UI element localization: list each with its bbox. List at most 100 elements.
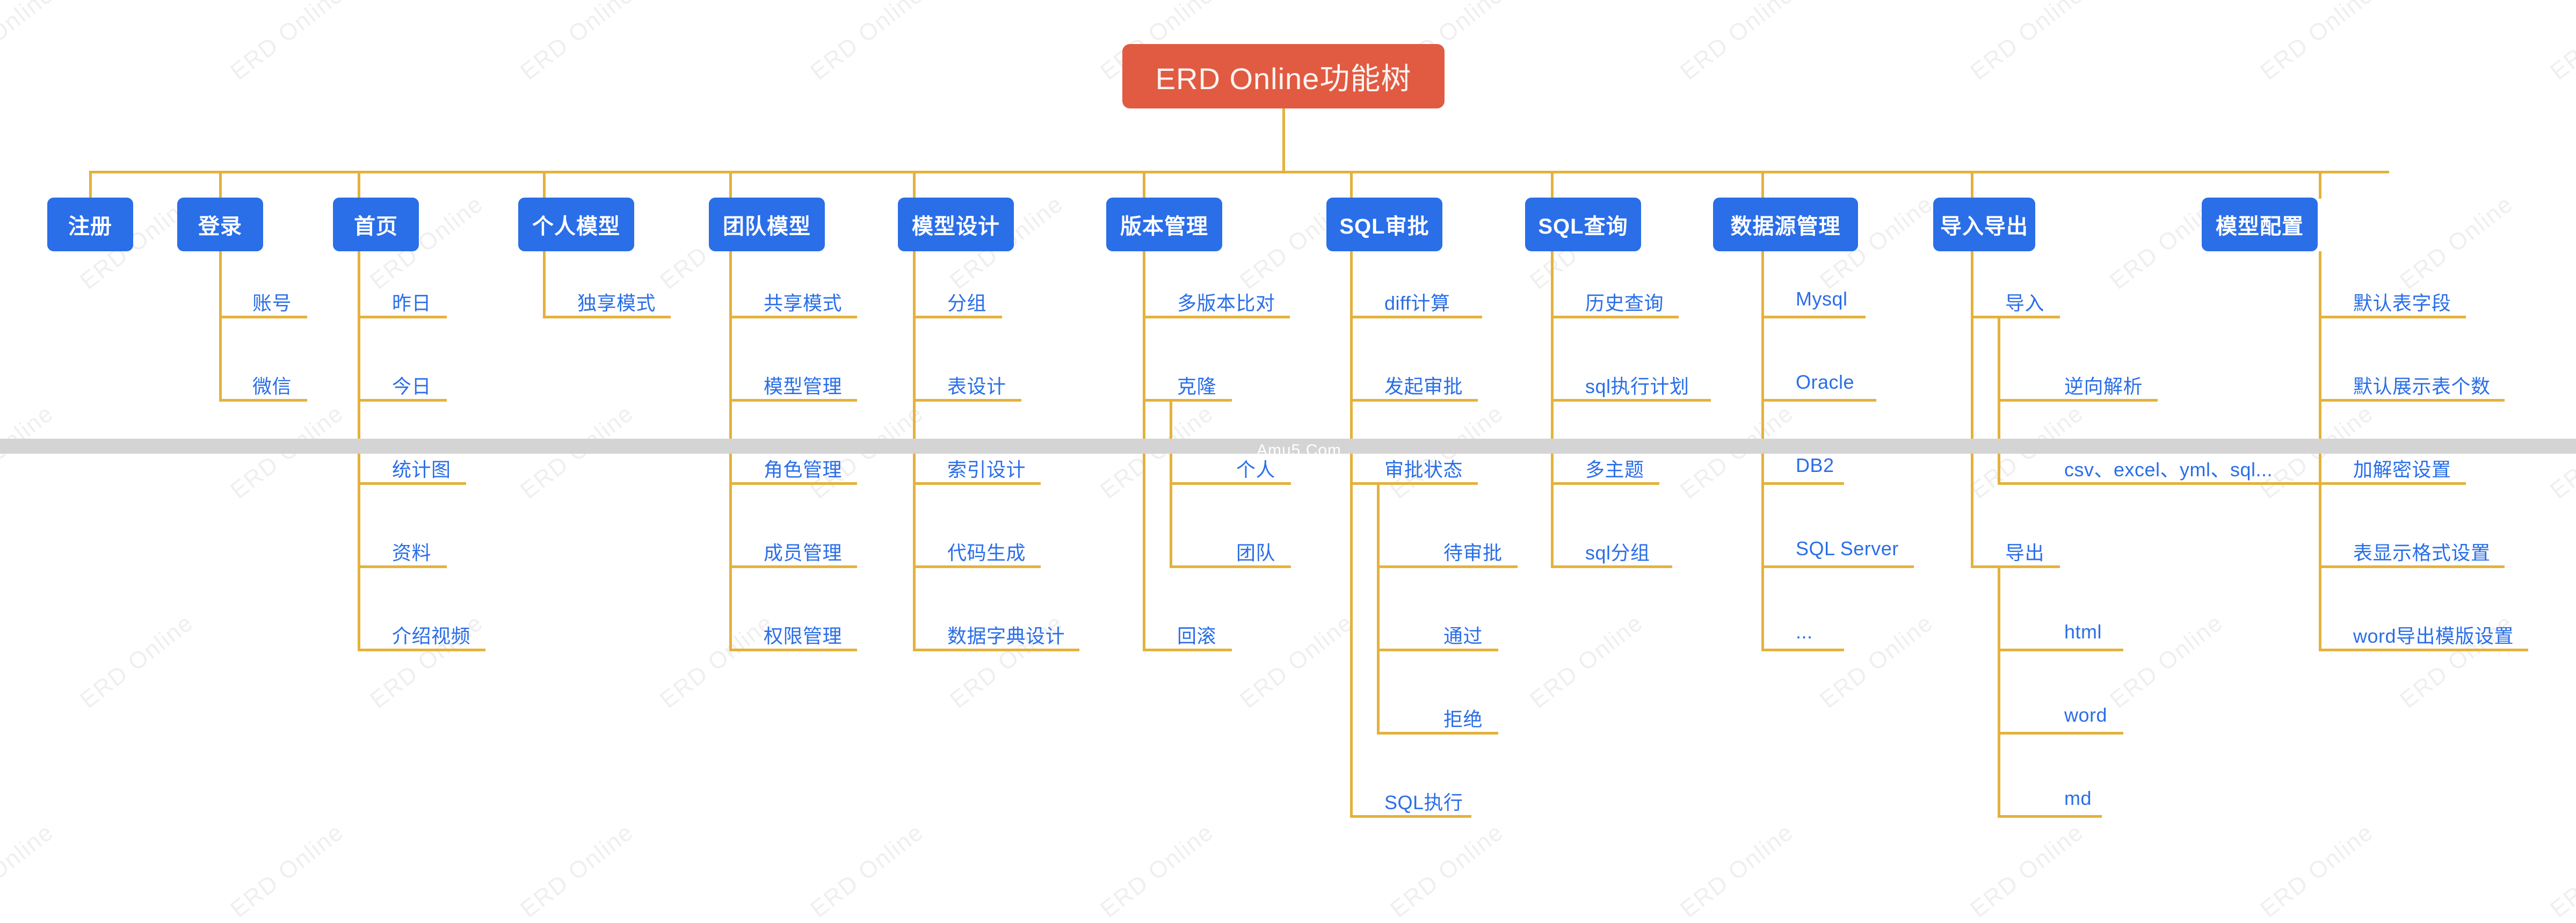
branch-node-1[interactable]: 登录 <box>177 198 263 251</box>
leaf-node[interactable]: 分组 <box>947 292 987 314</box>
branch-node-5[interactable]: 模型设计 <box>898 198 1014 251</box>
leaf-underline <box>2320 399 2505 402</box>
leaf-node[interactable]: 审批状态 <box>1384 459 1463 481</box>
leaf-node[interactable]: ... <box>1796 621 1813 643</box>
leaf-underline <box>730 649 857 651</box>
leaf-node[interactable]: word导出模版设置 <box>2353 625 2514 647</box>
leaf-node[interactable]: 表显示格式设置 <box>2353 542 2491 564</box>
branch-node-2[interactable]: 首页 <box>333 198 419 251</box>
watermark-text: ERD Online <box>75 609 198 714</box>
leaf-underline <box>1999 732 2123 735</box>
leaf-node[interactable]: SQL执行 <box>1384 791 1463 813</box>
leaf-underline <box>1762 482 1844 485</box>
leaf-node[interactable]: 介绍视频 <box>392 625 471 647</box>
leaf-node[interactable]: 默认表字段 <box>2353 292 2451 314</box>
leaf-underline <box>1351 815 1471 818</box>
leaf-node[interactable]: DB2 <box>1796 454 1834 476</box>
leaf-node[interactable]: 通过 <box>1443 625 1483 647</box>
leaf-underline <box>359 316 447 318</box>
leaf-node[interactable]: 今日 <box>392 375 432 397</box>
leaf-node[interactable]: 多主题 <box>1585 459 1644 481</box>
leaf-node[interactable]: 独享模式 <box>577 292 656 314</box>
leaf-node[interactable]: diff计算 <box>1384 292 1450 314</box>
leaf-node[interactable]: 昨日 <box>392 292 432 314</box>
leaf-node[interactable]: sql分组 <box>1585 542 1650 564</box>
branch-node-3[interactable]: 个人模型 <box>518 198 634 251</box>
leaf-node[interactable]: 模型管理 <box>764 375 843 397</box>
leaf-node[interactable]: 微信 <box>252 375 292 397</box>
leaf-node[interactable]: 资料 <box>392 542 432 564</box>
watermark-text: ERD Online <box>1525 609 1648 714</box>
leaf-node[interactable]: word <box>2064 704 2108 726</box>
leaf-node[interactable]: 默认展示表个数 <box>2353 375 2491 397</box>
branch-stem-connector <box>89 171 92 199</box>
child-spine-connector <box>1377 482 1380 735</box>
root-node[interactable]: ERD Online功能树 <box>1122 44 1445 108</box>
leaf-node[interactable]: 多版本比对 <box>1177 292 1275 314</box>
leaf-node[interactable]: 团队 <box>1236 542 1276 564</box>
overlay-band <box>0 439 2576 454</box>
branch-node-9[interactable]: 数据源管理 <box>1713 198 1858 251</box>
leaf-node[interactable]: 克隆 <box>1177 375 1217 397</box>
branch-node-11[interactable]: 模型配置 <box>2202 198 2318 251</box>
leaf-node[interactable]: 逆向解析 <box>2064 375 2143 397</box>
child-spine-connector <box>1170 399 1172 568</box>
watermark-text: ERD Online <box>1675 0 1798 85</box>
leaf-node[interactable]: Mysql <box>1796 288 1848 310</box>
band-watermark-text: Amu5.Com <box>1257 441 1342 459</box>
leaf-node[interactable]: 成员管理 <box>764 542 843 564</box>
leaf-node[interactable]: 回滚 <box>1177 625 1217 647</box>
leaf-node[interactable]: 数据字典设计 <box>947 625 1065 647</box>
branch-node-4[interactable]: 团队模型 <box>709 198 825 251</box>
leaf-underline <box>220 316 307 318</box>
leaf-node[interactable]: 角色管理 <box>764 459 843 481</box>
branch-stem-connector <box>1350 171 1353 199</box>
leaf-underline <box>1999 482 2321 485</box>
leaf-node[interactable]: 导入 <box>2005 292 2045 314</box>
leaf-node[interactable]: 待审批 <box>1443 542 1503 564</box>
leaf-node[interactable]: 历史查询 <box>1585 292 1664 314</box>
branch-stem-connector <box>1761 171 1764 199</box>
leaf-underline <box>914 565 1041 568</box>
leaf-node[interactable]: csv、excel、yml、sql... <box>2064 459 2273 481</box>
branch-spine-connector <box>1971 251 1973 568</box>
leaf-node[interactable]: 发起审批 <box>1384 375 1463 397</box>
child-spine-connector <box>1998 316 2000 485</box>
branch-node-8[interactable]: SQL查询 <box>1525 198 1641 251</box>
branch-node-10[interactable]: 导入导出 <box>1933 198 2035 251</box>
leaf-underline <box>730 482 857 485</box>
leaf-underline <box>544 316 671 318</box>
leaf-underline <box>1762 565 1914 568</box>
branch-node-0[interactable]: 注册 <box>47 198 133 251</box>
leaf-node[interactable]: 导出 <box>2005 542 2045 564</box>
leaf-underline <box>1999 649 2123 651</box>
branch-stem-connector <box>2319 171 2321 199</box>
watermark-text: ERD Online <box>806 818 928 923</box>
leaf-node[interactable]: html <box>2064 621 2102 643</box>
leaf-node[interactable]: 权限管理 <box>764 625 843 647</box>
leaf-node[interactable]: 个人 <box>1236 459 1276 481</box>
watermark-text: ERD Online <box>516 818 638 923</box>
branch-node-7[interactable]: SQL审批 <box>1326 198 1442 251</box>
branch-node-6[interactable]: 版本管理 <box>1106 198 1222 251</box>
leaf-node[interactable]: 加解密设置 <box>2353 459 2451 481</box>
leaf-node[interactable]: 共享模式 <box>764 292 843 314</box>
leaf-underline <box>1144 649 1232 651</box>
leaf-node[interactable]: md <box>2064 787 2092 809</box>
leaf-node[interactable]: 索引设计 <box>947 459 1026 481</box>
leaf-node[interactable]: 表设计 <box>947 375 1006 397</box>
leaf-node[interactable]: SQL Server <box>1796 537 1899 559</box>
watermark-text: ERD Online <box>2255 818 2378 923</box>
leaf-underline <box>1351 316 1482 318</box>
leaf-node[interactable]: Oracle <box>1796 371 1855 393</box>
leaf-node[interactable]: sql执行计划 <box>1585 375 1689 397</box>
leaf-node[interactable]: 统计图 <box>392 459 451 481</box>
leaf-underline <box>2320 565 2505 568</box>
branch-spine-connector <box>1350 251 1353 818</box>
watermark-text: ERD Online <box>0 818 59 923</box>
leaf-node[interactable]: 账号 <box>252 292 292 314</box>
leaf-node[interactable]: 代码生成 <box>947 542 1026 564</box>
branch-stem-connector <box>1971 171 1973 199</box>
branch-stem-connector <box>1551 171 1554 199</box>
leaf-node[interactable]: 拒绝 <box>1443 708 1483 730</box>
